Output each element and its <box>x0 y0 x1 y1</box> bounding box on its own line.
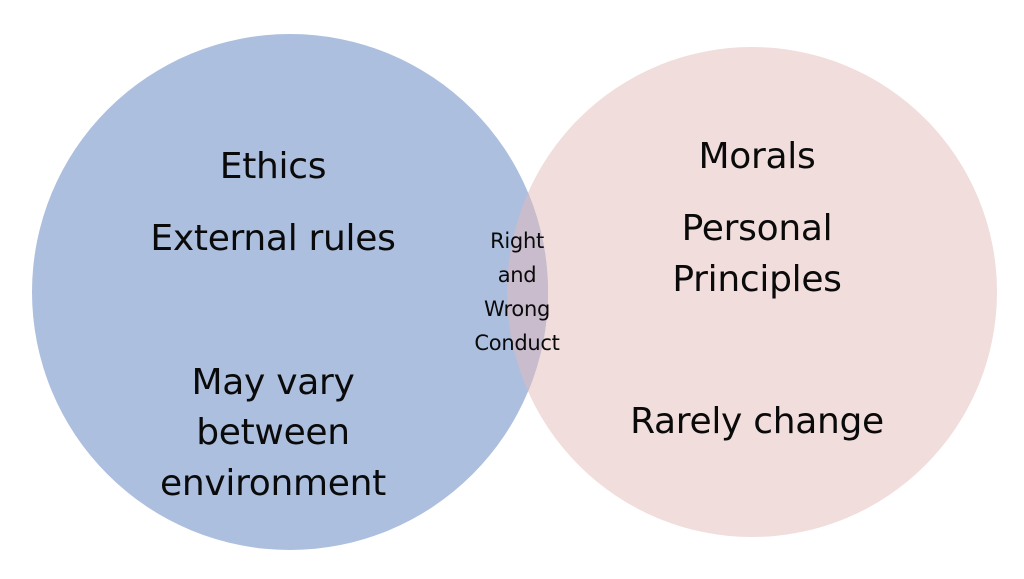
ethics-note-line-2: between <box>196 412 350 453</box>
morals-subtitle-line-2: Principles <box>672 259 842 300</box>
overlap-line-3: Wrong <box>484 297 550 321</box>
morals-subtitle-line-1: Personal <box>681 208 833 249</box>
morals-circle <box>507 47 997 537</box>
overlap-line-2: and <box>497 263 537 287</box>
morals-note: Rarely change <box>630 401 884 442</box>
ethics-subtitle: External rules <box>150 218 396 259</box>
morals-title: Morals <box>698 136 816 177</box>
ethics-title: Ethics <box>219 146 327 187</box>
ethics-circle <box>32 34 548 550</box>
overlap-line-1: Right <box>490 229 544 253</box>
ethics-note-line-3: environment <box>160 463 386 504</box>
ethics-note-line-1: May vary <box>191 362 355 403</box>
overlap-line-4: Conduct <box>474 331 560 355</box>
